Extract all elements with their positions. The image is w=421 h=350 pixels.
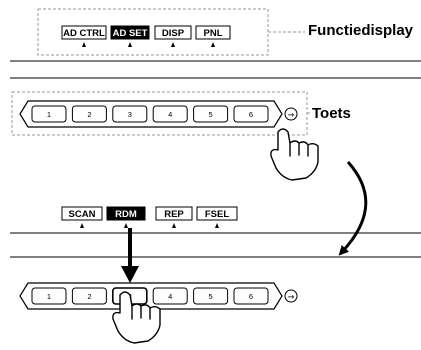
preset-key-4[interactable] — [152, 287, 188, 305]
preset-key-2[interactable] — [71, 287, 107, 305]
display-label-ad-ctrl: AD CTRL — [63, 28, 105, 39]
preset-key-label-5: 5 — [209, 110, 213, 119]
preset-key-label-6: 6 — [249, 292, 253, 301]
preset-key-label-6: 6 — [249, 110, 253, 119]
preset-key-1[interactable] — [31, 105, 67, 123]
transition-curved-arrow — [338, 160, 368, 256]
preset-key-label-4: 4 — [168, 292, 172, 301]
key-callout-label: Toets — [312, 105, 351, 122]
right-arrow-icon: → — [288, 111, 295, 120]
bottom-function-display: SCAN RDM REP FSEL — [61, 206, 238, 228]
display-label-box-ad-set — [110, 25, 150, 40]
down-arrow-head — [121, 266, 139, 283]
next-arrow-button[interactable] — [284, 107, 298, 121]
function-display-callout-label: Functiedisplay — [308, 22, 414, 39]
display-label-scan: SCAN — [69, 209, 96, 220]
display-label-box-ad-ctrl — [61, 25, 107, 40]
display-label-box-scan — [61, 206, 103, 221]
top-function-display: AD CTRL AD SET DISP PNL — [61, 25, 231, 47]
display-pointer-disp — [171, 42, 175, 47]
preset-key-4[interactable] — [152, 105, 188, 123]
display-pointer-rdm — [124, 223, 128, 228]
display-label-pnl: PNL — [204, 28, 223, 39]
display-label-ad-set: AD SET — [113, 28, 148, 39]
display-label-box-fsel — [196, 206, 238, 221]
preset-key-label-4: 4 — [168, 110, 172, 119]
display-pointer-pnl — [211, 42, 215, 47]
preset-key-label-5: 5 — [209, 292, 213, 301]
preset-key-5[interactable] — [193, 105, 229, 123]
preset-key-1[interactable] — [31, 287, 67, 305]
preset-key-2[interactable] — [71, 105, 107, 123]
pointing-hand-icon — [270, 128, 319, 181]
display-pointer-rep — [172, 223, 176, 228]
pressing-hand-icon — [112, 291, 161, 344]
preset-key-label-2: 2 — [87, 110, 91, 119]
preset-key-6[interactable] — [233, 287, 269, 305]
display-pointer-ad-set — [128, 42, 132, 47]
top-keypad: 1 2 3 4 5 6 → — [19, 100, 298, 128]
display-label-fsel: FSEL — [205, 209, 229, 220]
next-arrow-button[interactable] — [284, 289, 298, 303]
display-label-box-pnl — [195, 25, 231, 40]
display-label-rdm: RDM — [115, 209, 137, 220]
display-pointer-fsel — [215, 223, 219, 228]
preset-key-label-2: 2 — [87, 292, 91, 301]
preset-key-label-1: 1 — [47, 292, 51, 301]
display-pointer-scan — [80, 223, 84, 228]
display-label-box-rdm — [106, 206, 146, 221]
display-label-box-rep — [155, 206, 193, 221]
preset-key-label-3: 3 — [128, 110, 132, 119]
display-label-disp: DISP — [162, 28, 185, 39]
preset-key-5[interactable] — [193, 287, 229, 305]
display-label-rep: REP — [164, 209, 184, 220]
preset-key-3[interactable] — [112, 105, 148, 123]
preset-key-6[interactable] — [233, 105, 269, 123]
display-label-box-disp — [154, 25, 192, 40]
right-arrow-icon: → — [288, 293, 295, 302]
preset-key-label-1: 1 — [47, 110, 51, 119]
display-pointer-ad-ctrl — [82, 42, 86, 47]
